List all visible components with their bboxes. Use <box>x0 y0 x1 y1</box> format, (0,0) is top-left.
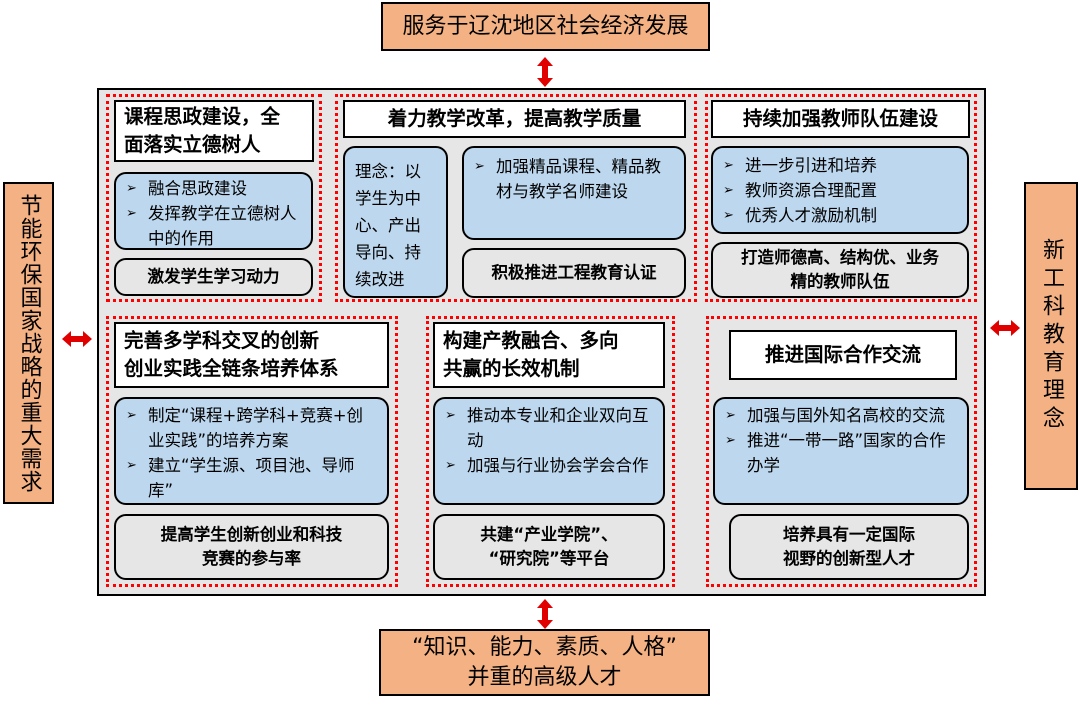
panel-international-result: 培养具有一定国际 视野的创新型人才 <box>729 514 969 580</box>
panel-teaching-reform-items: ➢加强精品课程、精品教材与教学名师建设 <box>462 146 686 240</box>
right-double-arrow-icon <box>990 320 1020 336</box>
panel-industry-items: ➢推动本专业和企业双向互动 ➢加强与行业协会学会合作 <box>433 397 665 505</box>
panel-innovation <box>106 316 398 587</box>
panel-ideology-title: 课程思政建设，全 面落实立德树人 <box>114 100 314 162</box>
panel-ideology-title-line1: 课程思政建设，全 <box>124 105 281 128</box>
arrow-bullet-icon: ➢ <box>725 408 736 423</box>
list-item: ➢建立“学生源、项目池、导师库” <box>124 453 379 503</box>
list-item: ➢加强与行业协会学会合作 <box>443 453 655 478</box>
arrow-bullet-icon: ➢ <box>723 158 734 173</box>
arrow-bullet-icon: ➢ <box>723 183 734 198</box>
panel-ideology-result: 激发学生学习动力 <box>114 258 313 296</box>
panel-industry <box>426 316 675 587</box>
panel-ideology-items: ➢融合思政建设 ➢发挥教学在立德树人中的作用 <box>114 172 313 250</box>
list-item: ➢加强精品课程、精品教材与教学名师建设 <box>472 154 676 204</box>
panel-international <box>706 316 977 587</box>
panel-teaching-reform-title: 着力教学改革，提高教学质量 <box>343 100 686 138</box>
arrow-bullet-icon: ➢ <box>725 433 736 448</box>
list-item: ➢推动本专业和企业双向互动 <box>443 403 655 453</box>
arrow-bullet-icon: ➢ <box>445 408 456 423</box>
left-double-arrow-icon <box>62 331 92 347</box>
bottom-goal-line1: “知识、能力、素质、人格” <box>412 634 677 660</box>
arrow-bullet-icon: ➢ <box>445 458 456 473</box>
arrow-bullet-icon: ➢ <box>126 458 137 473</box>
panel-innovation-items: ➢制定“课程+跨学科+竞赛+创业实践”的培养方案 ➢建立“学生源、项目池、导师库… <box>114 397 389 505</box>
bottom-goal-box: “知识、能力、素质、人格” 并重的高级人才 <box>379 629 710 696</box>
panel-faculty <box>705 94 977 302</box>
top-goal-text: 服务于辽沈地区社会经济发展 <box>402 13 689 39</box>
top-double-arrow-icon <box>537 57 553 87</box>
panel-industry-result: 共建“产业学院”、 “研究院”等平台 <box>433 514 665 580</box>
list-item: ➢制定“课程+跨学科+竞赛+创业实践”的培养方案 <box>124 403 379 453</box>
panel-faculty-title: 持续加强教师队伍建设 <box>711 100 970 138</box>
panel-faculty-items: ➢进一步引进和培养 ➢教师资源合理配置 ➢优秀人才激励机制 <box>711 146 969 234</box>
arrow-bullet-icon: ➢ <box>126 181 137 196</box>
panel-innovation-title: 完善多学科交叉的创新 创业实践全链条培养体系 <box>114 322 389 388</box>
left-need-text: 节能环保国家战略的重大需求 <box>16 193 42 493</box>
list-item: ➢教师资源合理配置 <box>721 178 959 203</box>
panel-international-items: ➢加强与国外知名高校的交流 ➢推进“一带一路”国家的合作办学 <box>713 397 969 505</box>
panel-industry-title: 构建产教融合、多向 共赢的长效机制 <box>433 322 665 388</box>
list-item: ➢发挥教学在立德树人中的作用 <box>124 201 303 251</box>
left-need-box: 节能环保国家战略的重大需求 <box>3 182 54 504</box>
right-concept-text: 新工科教育理念 <box>1039 238 1064 434</box>
top-goal-box: 服务于辽沈地区社会经济发展 <box>381 2 710 51</box>
panel-teaching-reform-concept: 理念：以学生为中心、产出导向、持续改进 <box>343 146 448 298</box>
panel-faculty-result: 打造师德高、结构优、业务 精的教师队伍 <box>711 242 969 298</box>
panel-teaching-reform <box>335 94 697 302</box>
arrow-bullet-icon: ➢ <box>126 206 137 221</box>
bottom-goal-line2: 并重的高级人才 <box>467 664 622 690</box>
list-item: ➢加强与国外知名高校的交流 <box>723 403 959 428</box>
list-item: ➢优秀人才激励机制 <box>721 203 959 228</box>
list-item: ➢融合思政建设 <box>124 176 303 201</box>
panel-ideology-title-line2: 面落实立德树人 <box>124 133 261 156</box>
arrow-bullet-icon: ➢ <box>126 408 137 423</box>
right-concept-box: 新工科教育理念 <box>1024 182 1078 490</box>
arrow-bullet-icon: ➢ <box>474 159 485 174</box>
panel-teaching-reform-result: 积极推进工程教育认证 <box>462 248 686 298</box>
arrow-bullet-icon: ➢ <box>723 208 734 223</box>
list-item: ➢推进“一带一路”国家的合作办学 <box>723 428 959 478</box>
panel-innovation-result: 提高学生创新创业和科技 竞赛的参与率 <box>114 514 389 580</box>
list-item: ➢进一步引进和培养 <box>721 153 959 178</box>
panel-ideology <box>106 94 322 302</box>
panel-international-title: 推进国际合作交流 <box>729 330 957 380</box>
bottom-double-arrow-icon <box>537 599 553 629</box>
